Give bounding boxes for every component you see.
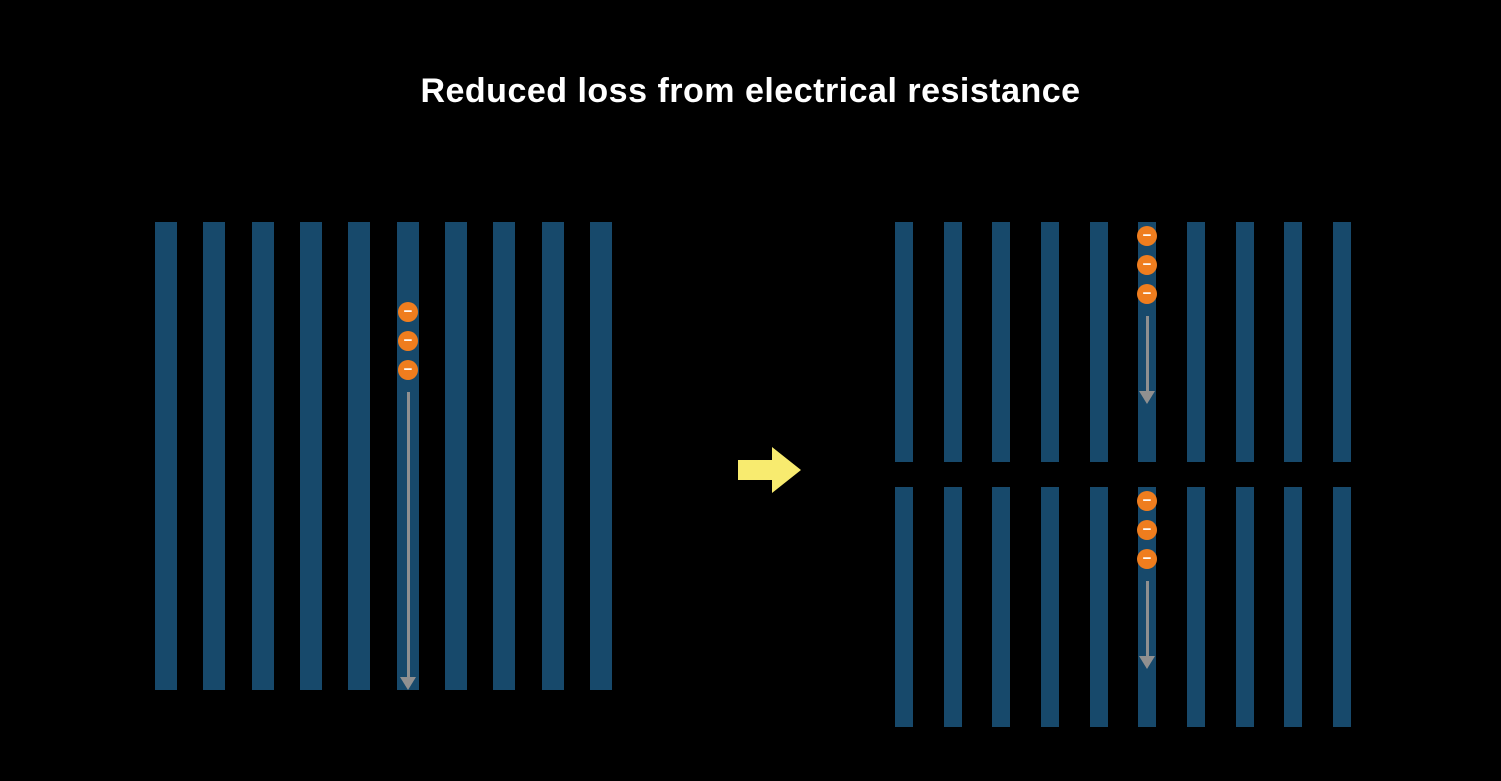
electron-minus-circle-icon: − xyxy=(1137,491,1157,511)
cell-busbar xyxy=(1089,222,1108,462)
electron-minus-circle-icon: − xyxy=(398,302,418,322)
electron-minus-circle-icon: − xyxy=(1137,226,1157,246)
electron-flow-rail: − − − xyxy=(1137,226,1157,404)
cell-busbar xyxy=(992,222,1011,462)
flow-arrow-head xyxy=(1139,391,1155,404)
cell-busbar xyxy=(1332,487,1351,727)
cell-busbar xyxy=(943,222,962,462)
cell-busbar xyxy=(1040,487,1059,727)
cell-busbar xyxy=(1040,222,1059,462)
cell-busbar xyxy=(444,222,467,690)
electron-minus-circle-icon: − xyxy=(1137,549,1157,569)
flow-arrow-shaft xyxy=(1145,316,1149,391)
cell-busbar xyxy=(493,222,516,690)
diagram-title: Reduced loss from electrical resistance xyxy=(420,72,1081,110)
cell-busbar xyxy=(895,487,913,727)
electron-minus-circle-icon: − xyxy=(398,331,418,351)
cell-busbar xyxy=(251,222,274,690)
flow-arrow-head xyxy=(1139,656,1155,669)
electron-flow-rail: − − − xyxy=(1137,491,1157,669)
cell-busbar xyxy=(155,222,177,690)
full-cell-panel: − − − xyxy=(155,222,612,690)
electron-minus-circle-icon: − xyxy=(1137,284,1157,304)
cell-busbar xyxy=(1284,487,1303,727)
cell-busbar xyxy=(1332,222,1351,462)
cell-busbar xyxy=(895,222,913,462)
cell-busbar xyxy=(348,222,371,690)
electron-minus-circle-icon: − xyxy=(1137,255,1157,275)
cell-busbar xyxy=(589,222,612,690)
cell-busbar xyxy=(1235,487,1254,727)
cell-busbar xyxy=(1186,487,1205,727)
cell-busbar xyxy=(1089,487,1108,727)
down-arrow-icon xyxy=(400,392,416,690)
half-cell-bottom-panel: − − − xyxy=(895,487,1351,727)
down-arrow-icon xyxy=(1139,581,1155,669)
half-cell-top-panel: − − − xyxy=(895,222,1351,462)
flow-arrow-head xyxy=(400,677,416,690)
cell-busbar xyxy=(1186,222,1205,462)
cell-busbar xyxy=(943,487,962,727)
flow-arrow-shaft xyxy=(1145,581,1149,656)
right-arrow-icon xyxy=(738,447,801,493)
cell-busbar xyxy=(299,222,322,690)
cell-busbar xyxy=(1284,222,1303,462)
cell-busbar xyxy=(203,222,226,690)
electron-flow-rail: − − − xyxy=(398,302,418,690)
electron-minus-circle-icon: − xyxy=(1137,520,1157,540)
cell-busbar xyxy=(541,222,564,690)
flow-arrow-shaft xyxy=(406,392,410,677)
cell-busbar xyxy=(992,487,1011,727)
down-arrow-icon xyxy=(1139,316,1155,404)
electron-minus-circle-icon: − xyxy=(398,360,418,380)
cell-busbar xyxy=(1235,222,1254,462)
